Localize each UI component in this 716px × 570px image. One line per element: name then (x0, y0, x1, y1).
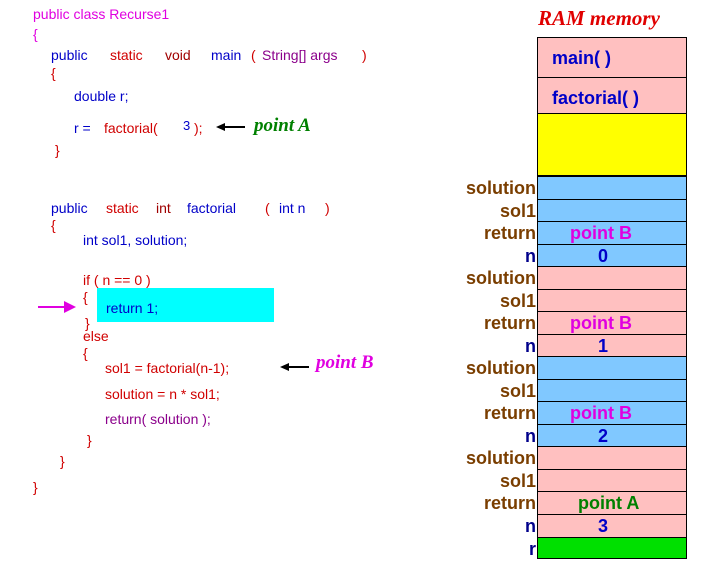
factorial-call: factorial( (104, 120, 158, 136)
ram-value: 3 (598, 516, 609, 536)
ram-cell-sol1 (537, 469, 687, 492)
ram-cell-solution (537, 176, 687, 200)
ram-label-sol1: sol1 (499, 381, 536, 401)
local-declaration: int sol1, solution; (83, 232, 188, 248)
ram-cell-sol1 (537, 199, 687, 222)
ram-title: RAM memory (538, 6, 660, 30)
if-close-brace: } (85, 315, 90, 331)
class-open-brace: { (33, 26, 38, 42)
point-a-arrow-icon (216, 123, 245, 131)
factorial-method-name: factorial (187, 200, 237, 216)
ram-cell-return (537, 401, 687, 425)
ram-label-return: return (483, 223, 536, 243)
ram-label-solution: solution (466, 178, 536, 198)
ram-label-sol1: sol1 (499, 471, 536, 491)
main-static-keyword: static (110, 47, 143, 63)
ram-label-solution: solution (466, 268, 536, 288)
ram-label-r: r (528, 539, 536, 559)
ram-cell-sol1 (537, 289, 687, 312)
ram-label-solution: solution (466, 358, 536, 378)
ram-label-return: return (483, 493, 536, 513)
return-one-statement: return 1; (106, 300, 159, 316)
point-b-arrow-icon (280, 363, 309, 371)
fact-public-keyword: public (51, 200, 88, 216)
ram-cell-sol1 (537, 379, 687, 402)
r-assignment: r = (74, 120, 91, 136)
main-open-brace: { (51, 65, 56, 81)
class-close-brace: } (33, 479, 38, 495)
ram-heap-area (537, 113, 687, 176)
ram-value: point A (578, 493, 640, 513)
ram-value: 0 (598, 246, 609, 266)
ram-cell-n (537, 244, 687, 267)
ram-cell-solution (537, 356, 687, 380)
if-statement: if ( n == 0 ) (83, 272, 151, 288)
ram-cell-r (537, 537, 687, 559)
current-line-highlight (97, 288, 274, 322)
ram-cell-n (537, 424, 687, 447)
ram-cell-return (537, 491, 687, 515)
ram-label-sol1: sol1 (499, 291, 536, 311)
main-void-keyword: void (165, 47, 191, 63)
sol1-assignment: sol1 = factorial(n-1); (105, 360, 230, 376)
fact-static-keyword: static (106, 200, 139, 216)
main-close-paren: ) (362, 47, 367, 63)
main-open-paren: ( (251, 47, 256, 63)
class-declaration: public class Recurse1 (33, 6, 170, 22)
ram-factorial-label: factorial( ) (552, 88, 640, 108)
if-open-brace: { (83, 289, 88, 305)
ram-label-n: n (525, 336, 536, 356)
fact-close-paren: ) (325, 200, 330, 216)
call-end: ); (194, 120, 203, 136)
ram-value: point B (570, 223, 632, 243)
main-close-brace: } (55, 142, 60, 158)
main-public-keyword: public (51, 47, 88, 63)
ram-cell-solution (537, 446, 687, 470)
ram-value: 2 (598, 426, 609, 446)
ram-main-label: main( ) (552, 48, 612, 68)
ram-value: point B (570, 403, 632, 423)
ram-label-n: n (525, 246, 536, 266)
return-solution-statement: return( solution ); (105, 411, 211, 427)
fact-close-brace: } (60, 453, 65, 469)
ram-label-solution: solution (466, 448, 536, 468)
fact-param: int n (279, 200, 306, 216)
ram-main-frame (537, 37, 687, 78)
fact-open-brace: { (51, 217, 56, 233)
ram-cell-solution (537, 266, 687, 290)
point-b-annotation: point B (316, 352, 374, 373)
ram-label-sol1: sol1 (499, 201, 536, 221)
fact-int-keyword: int (156, 200, 171, 216)
point-a-annotation: point A (254, 115, 311, 136)
main-method-name: main (211, 47, 242, 63)
ram-cell-return (537, 311, 687, 335)
main-args: String[] args (262, 47, 338, 63)
else-keyword: else (83, 328, 109, 344)
ram-label-n: n (525, 516, 536, 536)
else-open-brace: { (83, 345, 88, 361)
else-close-brace: } (87, 432, 92, 448)
execution-pointer-icon (38, 301, 76, 313)
fact-open-paren: ( (265, 200, 270, 216)
ram-label-n: n (525, 426, 536, 446)
ram-value: point B (570, 313, 632, 333)
ram-cell-n (537, 334, 687, 357)
ram-label-return: return (483, 313, 536, 333)
double-r-declaration: double r; (74, 88, 129, 104)
ram-cell-n (537, 514, 687, 538)
call-argument: 3 (183, 118, 191, 133)
ram-value: 1 (598, 336, 609, 356)
ram-cell-return (537, 221, 687, 245)
solution-assignment: solution = n * sol1; (105, 386, 220, 402)
ram-factorial-frame (537, 77, 687, 114)
ram-label-return: return (483, 403, 536, 423)
